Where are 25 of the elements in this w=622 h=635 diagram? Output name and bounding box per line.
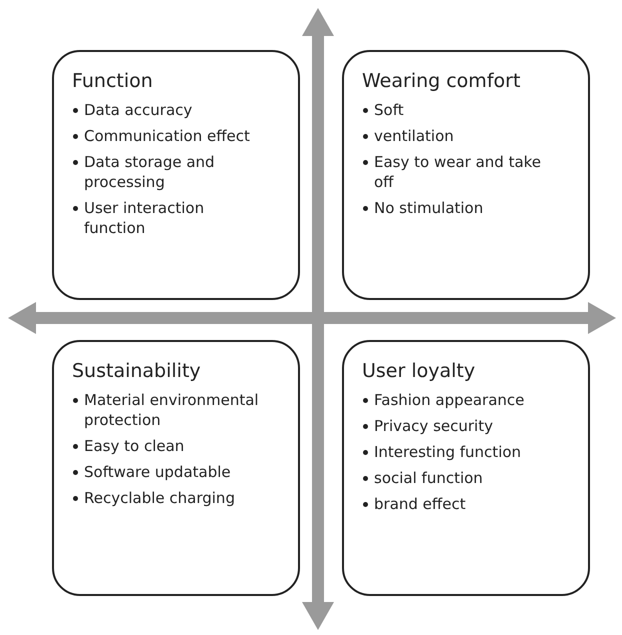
bullet-item: Software updatable bbox=[84, 463, 231, 481]
quadrant-heading: Function bbox=[72, 70, 153, 92]
quadrant-box bbox=[342, 50, 590, 300]
bullet-item: Data accuracy bbox=[84, 101, 192, 119]
bullet-item: Fashion appearance bbox=[374, 391, 524, 409]
bullet-item: Easy to wear and take off bbox=[374, 153, 542, 191]
bullet-item: Material environmental protection bbox=[84, 391, 259, 429]
bullet-item: brand effect bbox=[374, 495, 466, 513]
bullet-item: social function bbox=[374, 469, 483, 487]
quadrant-heading: Sustainability bbox=[72, 360, 201, 382]
bullet-item: Interesting function bbox=[374, 443, 522, 461]
quadrant-heading: Wearing comfort bbox=[362, 70, 520, 92]
bullet-item: User interaction function bbox=[84, 199, 204, 237]
bullet-item: Data storage and processing bbox=[84, 153, 215, 191]
bullet-item: Communication effect bbox=[84, 127, 250, 145]
quadrant-box bbox=[52, 50, 300, 300]
bullet-item: No stimulation bbox=[374, 199, 484, 217]
bullet-item: Soft bbox=[374, 101, 404, 119]
bullet-item: Privacy security bbox=[374, 417, 493, 435]
bullet-item: ventilation bbox=[374, 127, 454, 145]
bullet-item: Recyclable charging bbox=[84, 489, 235, 507]
quadrant-heading: User loyalty bbox=[362, 360, 476, 382]
quadrant-box bbox=[52, 340, 300, 596]
bullet-item: Easy to clean bbox=[84, 437, 184, 455]
quadrant-box bbox=[342, 340, 590, 596]
